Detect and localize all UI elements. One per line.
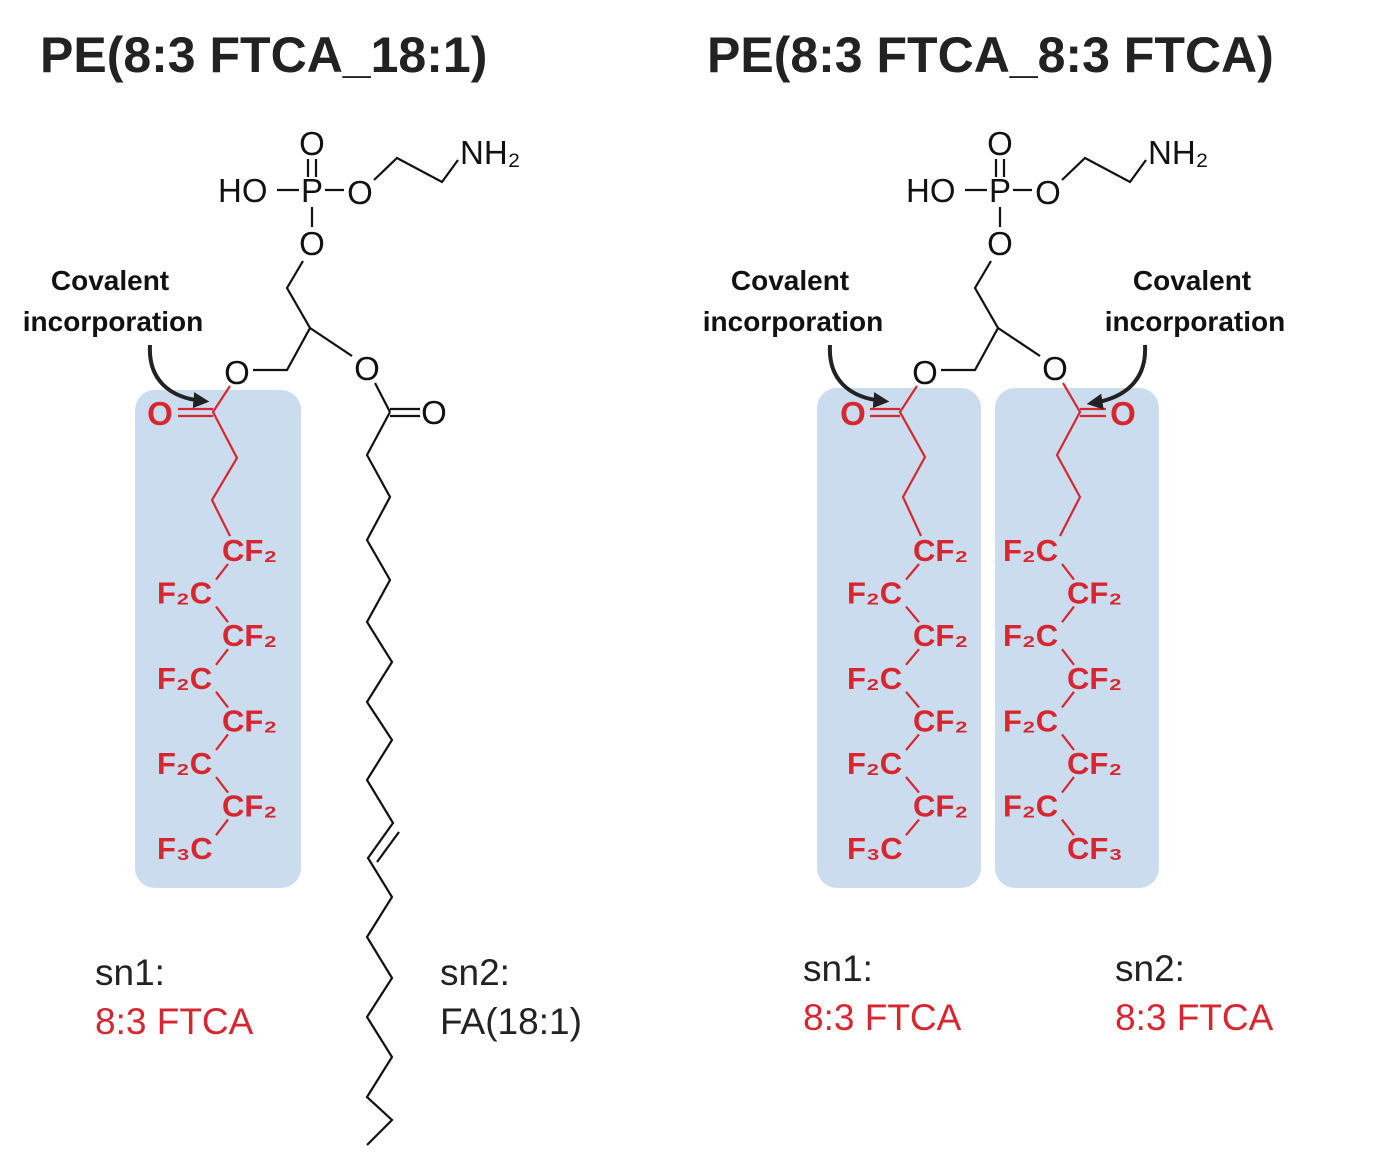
chain-bond [905,563,920,581]
atom-o: O [299,125,325,162]
panel-pe-ftca-ftca: PE(8:3 FTCA_8:3 FTCA) O P HO O NH₂ O O O… [703,27,1285,1038]
chain-group-label: CF₃ [1067,831,1123,866]
sn2-value: 8:3 FTCA [1115,997,1274,1038]
chain-bond [905,776,920,794]
atom-nh2: NH₂ [460,134,520,171]
atom-o: O [421,394,447,431]
panel-title: PE(8:3 FTCA_18:1) [40,27,487,83]
annotation-line1: Covalent [1133,265,1251,296]
chain-bond [1061,605,1075,623]
chain-group-label: CF₂ [1067,576,1122,611]
atom-p: P [301,172,323,209]
chain-group-label: F₂C [1003,533,1058,568]
chain-group-label: CF₂ [1067,746,1122,781]
sn2-highlight-box [995,388,1159,888]
chain-bond [215,733,229,751]
atom-o-red: O [1110,395,1136,432]
headgroup: O P HO O NH₂ O O O [906,125,1208,391]
headgroup: O P HO O NH₂ O O O [218,125,520,391]
chain-bond [215,818,229,836]
chain-bond [215,605,229,623]
atom-o: O [1042,350,1068,387]
chain-bond [905,648,920,666]
chain-bond [1061,818,1075,836]
curved-arrow-icon [1086,344,1148,410]
sn1-fluorinated-chain: CF₂ F₂C CF₂ F₂C CF₂ F₂C CF₂ F₃C [157,533,277,866]
chain-bond [905,605,920,623]
sn1-label: sn1: [803,948,873,989]
atom-p: P [989,172,1011,209]
chain-group-label: F₂C [157,576,212,611]
chain-group-label: CF₂ [913,703,968,738]
chain-group-label: CF₂ [222,789,277,824]
chain-group-label: F₂C [847,661,902,696]
atom-o: O [299,225,325,262]
chain-group-label: CF₂ [222,618,277,653]
chain-group-label: F₂C [847,576,902,611]
chain-group-label: F₃C [157,831,213,866]
chain-group-label: F₂C [157,746,212,781]
chain-bond [215,691,229,709]
chain-group-label: CF₂ [913,789,968,824]
sn2-fluorinated-chain: F₂C CF₂ F₂C CF₂ F₂C CF₂ F₂C CF₃ [1003,533,1123,866]
chain-bond [215,648,229,666]
sn1-fluorinated-chain: CF₂ F₂C CF₂ F₂C CF₂ F₂C CF₂ F₃C [847,533,968,866]
atom-o-red: O [840,395,866,432]
chain-bond [215,776,229,794]
atom-o: O [354,350,380,387]
chain-group-label: CF₂ [222,703,277,738]
chain-bond [905,691,920,709]
sn2-label: sn2: [1115,948,1185,989]
chain-group-label: F₂C [157,661,212,696]
chain-group-label: CF₂ [913,533,968,568]
atom-ho: HO [906,172,956,209]
chain-group-label: F₂C [1003,789,1058,824]
chain-bond [1061,776,1075,794]
atom-o-red: O [147,395,173,432]
atom-ho: HO [218,172,268,209]
sn2-value: FA(18:1) [440,1001,582,1042]
atom-o: O [987,125,1013,162]
chain-bond [1061,648,1075,666]
chain-group-label: CF₂ [1067,661,1122,696]
chain-group-label: F₂C [847,746,902,781]
chain-bond [1061,691,1075,709]
sn1-value: 8:3 FTCA [803,997,962,1038]
sn1-value: 8:3 FTCA [95,1001,254,1042]
chain-bond [1061,733,1075,751]
annotation-line2: incorporation [23,306,203,337]
sn2-label: sn2: [440,952,510,993]
annotation-line1: Covalent [51,265,169,296]
atom-o: O [987,225,1013,262]
panel-pe-ftca-18-1: PE(8:3 FTCA_18:1) O P HO O NH₂ O O O O C… [23,27,582,1146]
chain-group-label: F₂C [1003,703,1058,738]
sn1-highlight-box [135,390,301,888]
annotation-line1: Covalent [731,265,849,296]
panel-title: PE(8:3 FTCA_8:3 FTCA) [707,27,1274,83]
sn1-highlight-box [817,388,981,888]
chain-group-label: CF₂ [913,618,968,653]
chain-bond [905,733,920,751]
oleic-acid-chain [365,411,395,1146]
atom-o: O [1035,174,1061,211]
chain-group-label: F₂C [1003,618,1058,653]
curved-arrow-icon [147,344,210,409]
annotation-line2: incorporation [1105,306,1285,337]
chain-group-label: CF₂ [222,533,277,568]
chain-bond [905,818,920,836]
curved-arrow-icon [827,344,890,409]
atom-o: O [347,174,373,211]
atom-nh2: NH₂ [1148,134,1208,171]
atom-o: O [224,354,250,391]
chain-bond [215,563,229,581]
sn1-label: sn1: [95,952,165,993]
chain-bond [1061,563,1075,581]
annotation-line2: incorporation [703,306,883,337]
atom-o: O [912,354,938,391]
chain-group-label: F₃C [847,831,903,866]
